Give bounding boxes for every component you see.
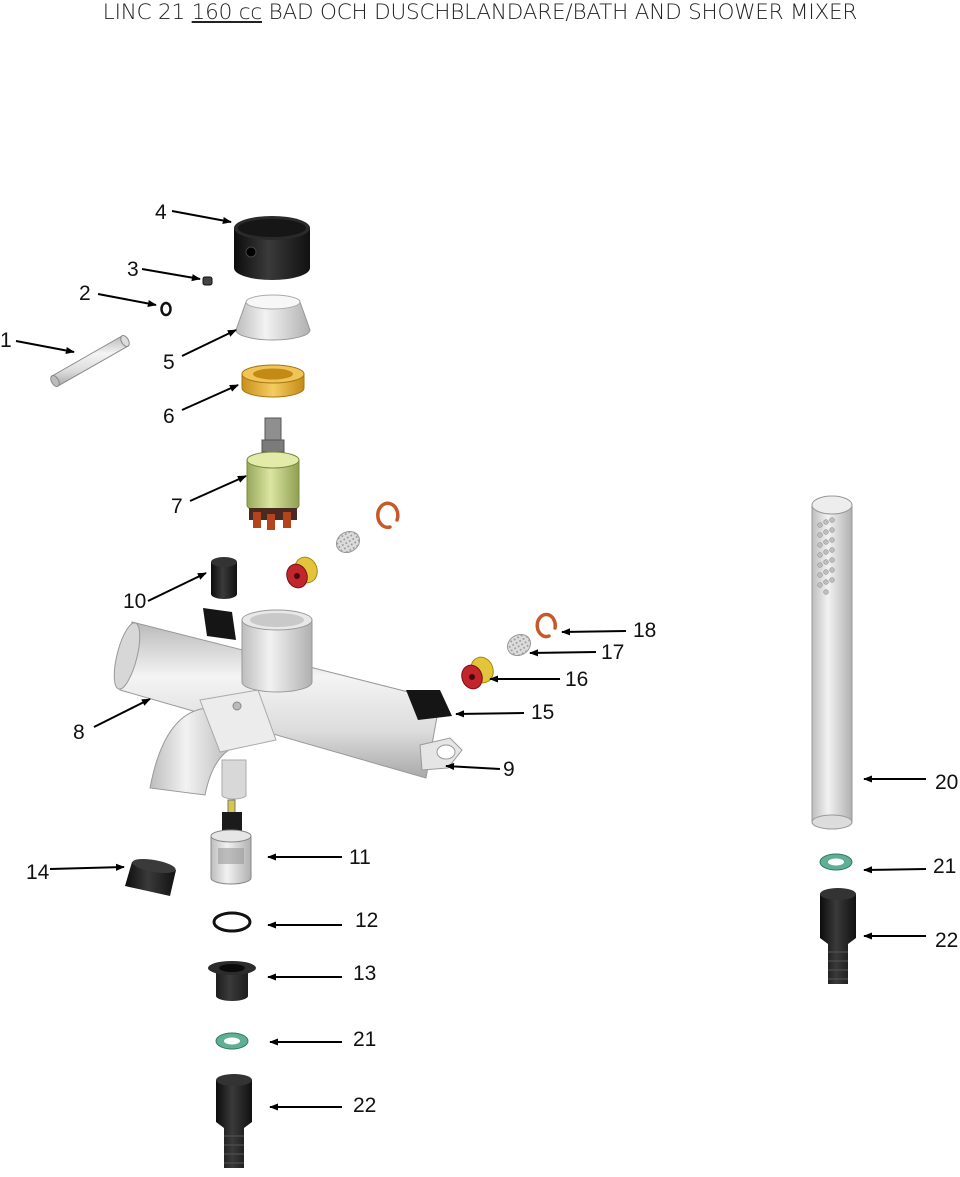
arrow-21-right [863, 866, 927, 874]
part-diverter-cartridge [210, 799, 252, 885]
arrow-8 [93, 698, 151, 728]
part-hand-shower [811, 495, 853, 830]
label-part-22-right: 22 [935, 929, 958, 952]
arrow-15 [455, 710, 525, 718]
part-handle-cap [234, 216, 310, 280]
label-part-18: 18 [633, 619, 656, 642]
label-part-13: 13 [353, 962, 376, 985]
arrow-9 [445, 762, 501, 771]
title-part-cc: 160 cc [191, 0, 263, 25]
part-o-ring [212, 911, 252, 933]
part-set-screw [202, 276, 213, 286]
part-black-sleeve [211, 557, 237, 599]
arrow-7 [189, 475, 247, 502]
label-part-1: 1 [0, 329, 12, 352]
part-circlip-upper [376, 501, 400, 530]
part-pin [50, 335, 130, 387]
title-part-description: BAD OCH DUSCHBLANDARE/BATH AND SHOWER MI… [268, 0, 858, 25]
label-part-17: 17 [601, 641, 624, 664]
label-part-14: 14 [26, 861, 50, 884]
page-title: LINC 21 160 cc BAD OCH DUSCHBLANDARE/BAT… [0, 0, 960, 30]
arrow-3 [141, 268, 201, 282]
label-part-16: 16 [565, 668, 588, 691]
part-hose-connector-right [820, 888, 856, 984]
part-cartridge [246, 417, 300, 530]
label-part-10: 10 [123, 590, 146, 613]
label-part-15: 15 [531, 701, 554, 724]
part-small-o-ring [160, 301, 172, 317]
arrow-18 [561, 628, 627, 636]
label-part-12: 12 [355, 909, 378, 932]
arrow-14 [49, 863, 125, 871]
leader-arrows [15, 210, 927, 1111]
label-part-22-left: 22 [353, 1094, 376, 1117]
part-mixer-body [113, 608, 452, 800]
label-part-8: 8 [73, 721, 85, 744]
part-washer-right [819, 853, 853, 871]
label-part-6: 6 [163, 405, 175, 428]
part-check-valve-upper [286, 556, 318, 589]
label-part-21-right: 21 [933, 855, 956, 878]
part-black-bush [208, 961, 256, 1001]
part-labels: 1 2 3 4 5 6 7 8 9 10 11 12 13 14 15 16 1… [0, 201, 958, 1117]
part-circlip-lower [535, 612, 557, 639]
label-part-20: 20 [935, 771, 958, 794]
label-part-11: 11 [349, 846, 371, 869]
label-part-7: 7 [171, 495, 183, 518]
arrow-17 [529, 649, 597, 657]
arrow-6 [181, 384, 239, 411]
arrow-5 [181, 329, 237, 357]
part-washer-left [215, 1032, 249, 1050]
part-filter-mesh-upper [335, 530, 361, 554]
label-part-5: 5 [163, 351, 175, 374]
arrow-4 [171, 210, 232, 225]
arrow-10 [147, 572, 207, 602]
arrow-2 [97, 293, 157, 308]
part-brass-nut [241, 364, 305, 398]
part-hose-connector-left [216, 1074, 252, 1168]
label-part-9: 9 [503, 758, 515, 781]
title-part-model: LINC 21 [102, 0, 186, 25]
part-filter-mesh-lower [506, 633, 532, 657]
label-part-21-left: 21 [353, 1028, 376, 1051]
part-handshower-hook [419, 737, 463, 771]
part-cover-ring [235, 294, 311, 341]
arrow-1 [15, 340, 75, 355]
part-check-valve-lower [461, 656, 494, 690]
label-part-2: 2 [79, 282, 91, 305]
part-aerator [125, 858, 176, 896]
label-part-3: 3 [127, 258, 139, 281]
label-part-4: 4 [155, 201, 167, 224]
